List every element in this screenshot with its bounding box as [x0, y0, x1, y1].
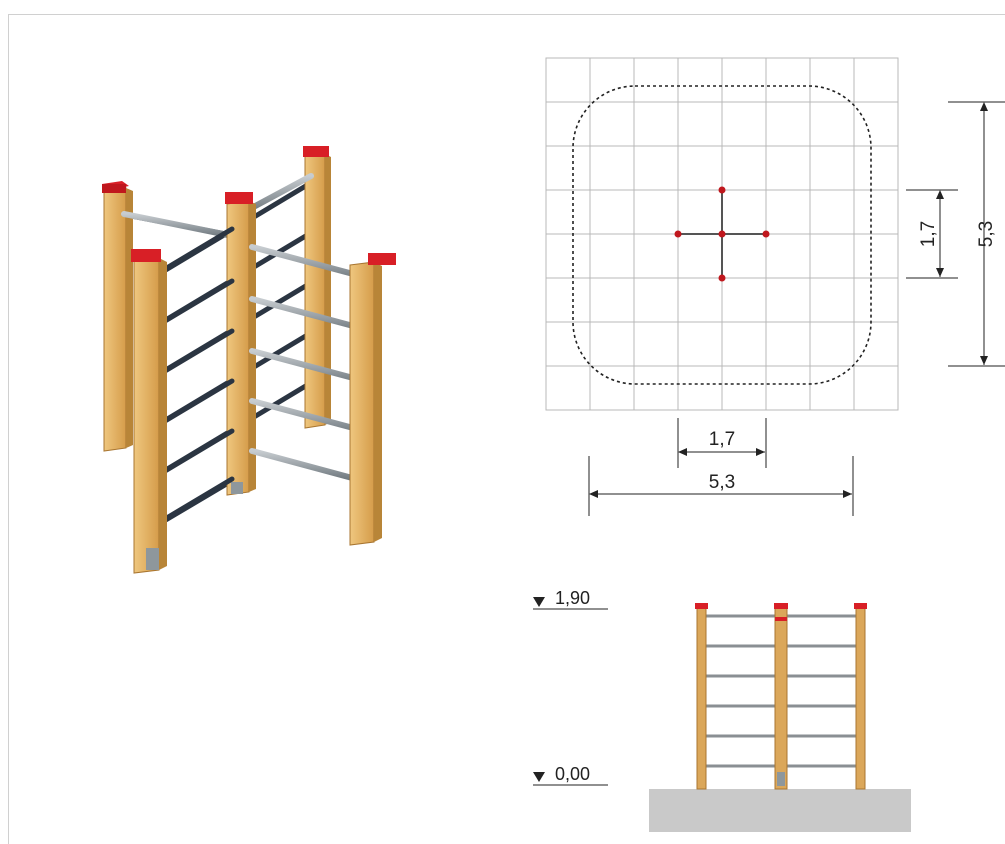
dim-inner-vertical-label: 1,7 — [918, 221, 939, 247]
elevation-post-left — [695, 603, 708, 790]
dim-outer-vertical-label: 5,3 — [976, 221, 997, 247]
equipment-footprint — [674, 186, 770, 282]
left-grey-rails — [121, 173, 314, 239]
plan-view: 1,7 5,3 1,7 5,3 — [545, 57, 1005, 516]
post-front-left — [131, 249, 167, 574]
perspective-view — [102, 146, 396, 574]
dim-horizontal-outer — [588, 456, 854, 516]
front-dark-rails — [157, 226, 235, 525]
post-center — [225, 192, 256, 496]
post-back-left — [102, 181, 133, 452]
dim-vertical-outer — [948, 101, 1005, 367]
elevation-post-center — [774, 603, 788, 790]
dim-inner-horizontal-label: 1,7 — [709, 429, 735, 450]
ground-surface — [649, 789, 911, 832]
dim-vertical-inner — [906, 189, 958, 279]
level-top-label: 1,90 — [555, 588, 590, 608]
dim-outer-horizontal-label: 5,3 — [709, 472, 735, 493]
level-marker-top — [533, 597, 608, 610]
elevation-view: 1,90 0,00 — [533, 588, 911, 832]
level-marker-ground — [533, 772, 608, 786]
safety-zone-outline — [572, 85, 872, 385]
dim-horizontal-inner — [677, 418, 767, 468]
drawing-sheet — [8, 14, 1005, 844]
level-ground-label: 0,00 — [555, 764, 590, 784]
elevation-post-right — [854, 603, 867, 790]
post-front-right — [349, 253, 396, 546]
post-back-right — [303, 146, 331, 429]
